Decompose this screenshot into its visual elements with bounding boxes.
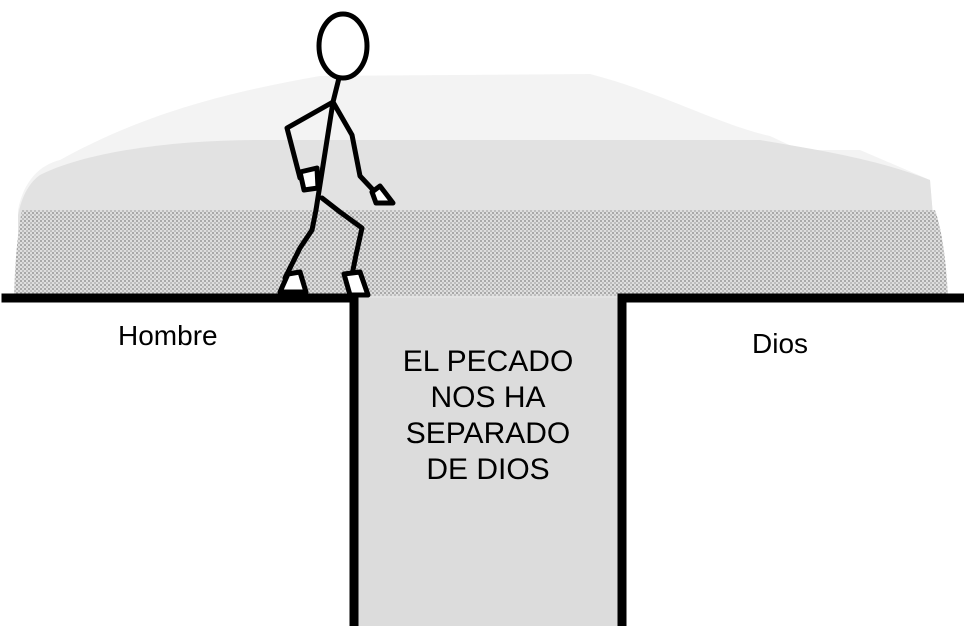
god-label: Dios <box>752 328 809 359</box>
chasm-fill <box>354 298 622 626</box>
figure-arm-front <box>330 99 378 195</box>
hill-dotted-layer <box>14 210 948 296</box>
figure-leg-front <box>319 195 365 278</box>
figure-arm-back <box>284 99 336 181</box>
chasm-caption-line-2: NOS HA <box>430 381 546 414</box>
chasm-caption-line-3: SEPARADO <box>405 417 571 450</box>
figure-leg-back <box>282 207 319 281</box>
ground-right <box>617 293 964 626</box>
ground <box>1 293 964 626</box>
chasm-caption: EL PECADO NOS HA SEPARADO DE DIOS <box>362 344 614 488</box>
figure-hand-front <box>369 183 396 206</box>
ground-left <box>1 293 359 626</box>
chasm-caption-line-4: DE DIOS <box>426 453 550 486</box>
hill-background <box>14 74 948 300</box>
figure-head <box>316 11 370 81</box>
figure-foot-front <box>341 269 371 298</box>
figure-hand-back <box>297 165 321 193</box>
man-label: Hombre <box>118 320 218 351</box>
figure-foot-back <box>277 269 309 295</box>
stick-figure <box>277 11 396 298</box>
chasm-caption-line-1: EL PECADO <box>402 345 574 378</box>
